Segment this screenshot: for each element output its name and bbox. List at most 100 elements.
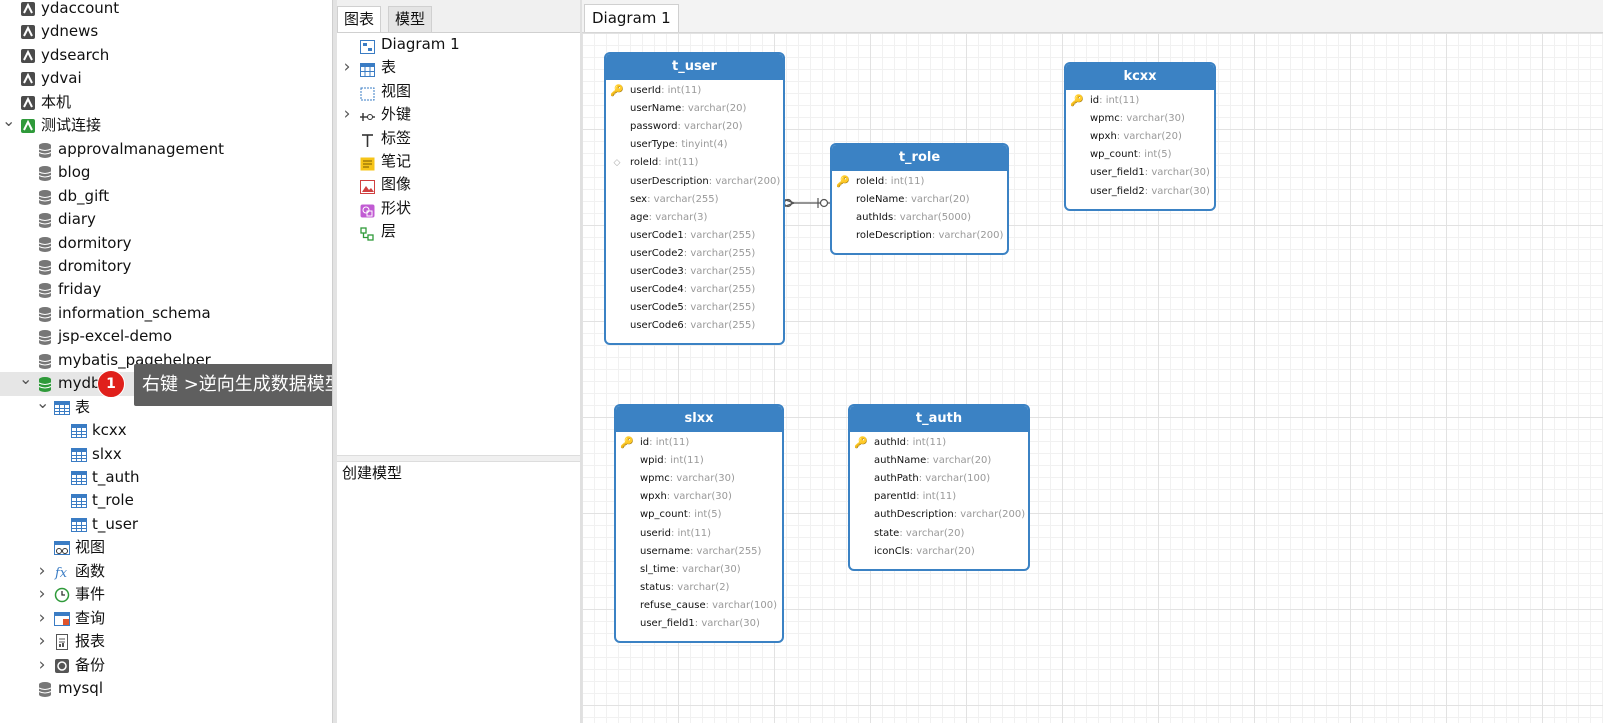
tree-row-folder-views[interactable]: 视图 <box>0 535 332 559</box>
tree-row-connection-3[interactable]: ydsearch <box>0 43 332 67</box>
tree-row-database-approvalmanagement[interactable]: approvalmanagement <box>0 137 332 161</box>
entity-title[interactable]: t_role <box>832 145 1007 171</box>
entity-title[interactable]: t_auth <box>850 406 1028 432</box>
tree-row-folder-reports[interactable]: ›报表 <box>0 629 332 653</box>
entity-field[interactable]: authPath: varchar(100) <box>850 470 1028 488</box>
model-item-foreign-keys[interactable]: ›外键 <box>337 102 580 126</box>
entity-field[interactable]: wp_count: int(5) <box>1066 146 1214 164</box>
entity-field[interactable]: userDescription: varchar(200) <box>606 173 783 191</box>
entity-field[interactable]: userid: int(11) <box>616 525 782 543</box>
entity-field[interactable]: wpid: int(11) <box>616 452 782 470</box>
tree-row-database-jsp-excel-demo[interactable]: jsp-excel-demo <box>0 324 332 348</box>
tree-row-table-t_auth[interactable]: t_auth <box>0 465 332 489</box>
tree-row-database-db_gift[interactable]: db_gift <box>0 184 332 208</box>
entity-field[interactable]: 🔑authId: int(11) <box>850 434 1028 452</box>
entity-field[interactable]: roleName: varchar(20) <box>832 191 1007 209</box>
model-item-tables[interactable]: ›表 <box>337 55 580 79</box>
tab-model[interactable]: 模型 <box>388 6 433 33</box>
entity-title[interactable]: slxx <box>616 406 782 432</box>
entity-t_user[interactable]: t_user 🔑userId: int(11)userName: varchar(… <box>604 52 785 346</box>
tree-row-connection-5[interactable]: 本机 <box>0 90 332 114</box>
model-item-labels[interactable]: 标签 <box>337 126 580 150</box>
entity-field[interactable]: user_field2: varchar(30) <box>1066 183 1214 201</box>
entity-t_auth[interactable]: t_auth 🔑authId: int(11)authName: varchar(… <box>848 404 1030 571</box>
entity-field[interactable]: age: varchar(3) <box>606 209 783 227</box>
entity-field[interactable]: userCode2: varchar(255) <box>606 245 783 263</box>
entity-title[interactable]: kcxx <box>1066 64 1214 90</box>
entity-field[interactable]: userType: tinyint(4) <box>606 136 783 154</box>
entity-field[interactable]: sl_time: varchar(30) <box>616 561 782 579</box>
tree-row-database-dormitory[interactable]: dormitory <box>0 231 332 255</box>
tree-row-connection-4[interactable]: ydvai <box>0 66 332 90</box>
chevron-right-icon[interactable]: › <box>38 631 46 652</box>
chevron-right-icon[interactable]: › <box>38 654 46 675</box>
entity-field[interactable]: wpmc: varchar(30) <box>1066 110 1214 128</box>
entity-field[interactable]: 🔑roleId: int(11) <box>832 173 1007 191</box>
tree-row-database-information_schema[interactable]: information_schema <box>0 301 332 325</box>
tree-row-connection-6[interactable]: ⌄测试连接 <box>0 111 332 137</box>
chevron-down-icon[interactable]: ⌄ <box>2 111 16 131</box>
chevron-right-icon[interactable]: › <box>38 607 46 628</box>
entity-field[interactable]: state: varchar(20) <box>850 525 1028 543</box>
tree-row-connection-1[interactable]: ydaccount <box>0 0 332 20</box>
entity-field[interactable]: 🔑id: int(11) <box>1066 92 1214 110</box>
tree-row-folder-backups[interactable]: ›备份 <box>0 653 332 677</box>
entity-title[interactable]: t_user <box>606 54 783 80</box>
tree-row-table-t_role[interactable]: t_role <box>0 488 332 512</box>
chevron-down-icon[interactable]: ⌄ <box>36 392 50 412</box>
entity-field[interactable]: sex: varchar(255) <box>606 191 783 209</box>
model-item-layers[interactable]: 层 <box>337 219 580 243</box>
entity-field[interactable]: userCode4: varchar(255) <box>606 281 783 299</box>
panel-divider[interactable] <box>337 455 580 462</box>
entity-field[interactable]: authDescription: varchar(200) <box>850 506 1028 524</box>
entity-field[interactable]: username: varchar(255) <box>616 543 782 561</box>
entity-kcxx[interactable]: kcxx 🔑id: int(11)wpmc: varchar(30)wpxh: v… <box>1064 62 1216 211</box>
entity-field[interactable]: wpxh: varchar(30) <box>616 488 782 506</box>
model-item-shapes[interactable]: 形状 <box>337 196 580 220</box>
entity-t_role[interactable]: t_role 🔑roleId: int(11)roleName: varchar(… <box>830 143 1009 256</box>
chevron-right-icon[interactable]: › <box>38 560 46 581</box>
panel-splitter[interactable] <box>332 0 337 723</box>
entity-field[interactable]: user_field1: varchar(30) <box>616 615 782 633</box>
model-item-notes[interactable]: 笔记 <box>337 149 580 173</box>
entity-field[interactable]: userName: varchar(20) <box>606 100 783 118</box>
entity-field[interactable]: user_field1: varchar(30) <box>1066 164 1214 182</box>
chevron-down-icon[interactable]: ⌄ <box>19 369 33 389</box>
tree-row-database-diary[interactable]: diary <box>0 207 332 231</box>
entity-slxx[interactable]: slxx 🔑id: int(11)wpid: int(11)wpmc: varch… <box>614 404 784 644</box>
entity-field[interactable]: ◇roleId: int(11) <box>606 154 783 172</box>
chevron-right-icon[interactable]: › <box>38 584 46 605</box>
entity-field[interactable]: 🔑userId: int(11) <box>606 82 783 100</box>
tree-row-folder-tables[interactable]: ⌄表 <box>0 393 332 419</box>
tree-row-table-t_user[interactable]: t_user <box>0 512 332 536</box>
tab-diagram[interactable]: 图表 <box>337 6 382 32</box>
tree-row-connection-2[interactable]: ydnews <box>0 19 332 43</box>
entity-field[interactable]: wpmc: varchar(30) <box>616 470 782 488</box>
entity-field[interactable]: authName: varchar(20) <box>850 452 1028 470</box>
model-item-views[interactable]: 视图 <box>337 79 580 103</box>
tree-row-folder-events[interactable]: ›事件 <box>0 582 332 606</box>
tree-row-table-kcxx[interactable]: kcxx <box>0 418 332 442</box>
entity-field[interactable]: userCode1: varchar(255) <box>606 227 783 245</box>
entity-field[interactable]: userCode5: varchar(255) <box>606 299 783 317</box>
chevron-right-icon[interactable]: › <box>343 57 351 78</box>
entity-field[interactable]: wp_count: int(5) <box>616 506 782 524</box>
chevron-right-icon[interactable]: › <box>343 104 351 125</box>
entity-field[interactable]: parentId: int(11) <box>850 488 1028 506</box>
entity-field[interactable]: status: varchar(2) <box>616 579 782 597</box>
tree-row-folder-queries[interactable]: ›查询 <box>0 606 332 630</box>
entity-field[interactable]: wpxh: varchar(20) <box>1066 128 1214 146</box>
tree-row-database-mysql[interactable]: mysql <box>0 676 332 700</box>
tree-row-database-mydb[interactable]: ⌄mydb <box>0 369 332 395</box>
tree-row-database-blog[interactable]: blog <box>0 160 332 184</box>
entity-field[interactable]: iconCls: varchar(20) <box>850 543 1028 561</box>
tree-row-database-dromitory[interactable]: dromitory <box>0 254 332 278</box>
entity-field[interactable]: userCode6: varchar(255) <box>606 317 783 335</box>
panel-splitter-2[interactable] <box>580 0 582 723</box>
entity-field[interactable]: 🔑id: int(11) <box>616 434 782 452</box>
tree-row-database-friday[interactable]: friday <box>0 277 332 301</box>
entity-field[interactable]: userCode3: varchar(255) <box>606 263 783 281</box>
entity-field[interactable]: roleDescription: varchar(200) <box>832 227 1007 245</box>
model-item-images[interactable]: 图像 <box>337 172 580 196</box>
